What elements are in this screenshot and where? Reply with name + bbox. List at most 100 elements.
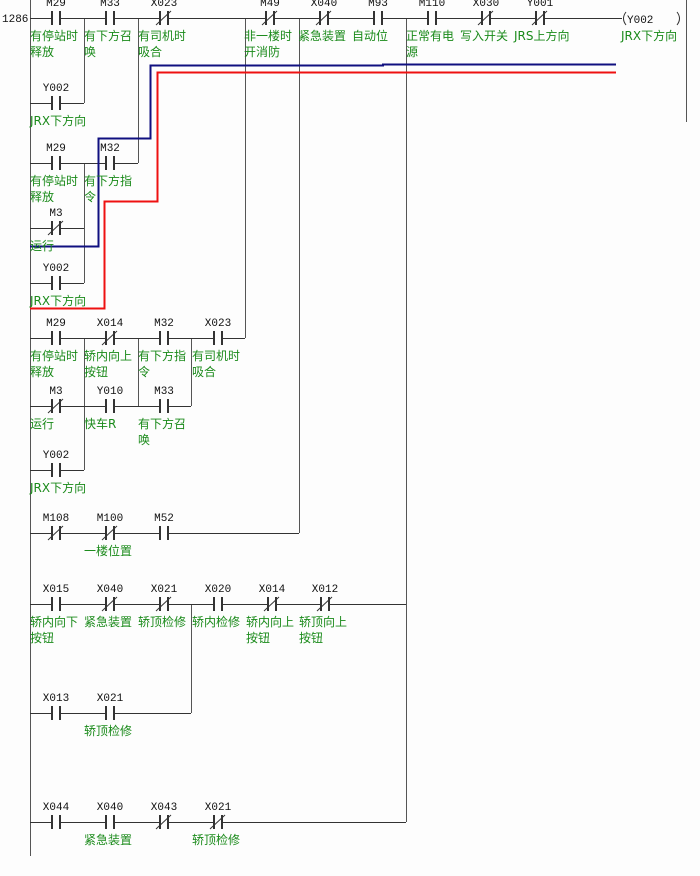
contact-address: X013 [43, 693, 69, 705]
contact-comment: 释放 [30, 364, 54, 379]
contact-comment: 非一楼时 [244, 28, 292, 43]
contact-address: X015 [43, 584, 69, 596]
contact-nc[interactable]: M108 [43, 513, 69, 541]
contact-gap [320, 17, 329, 20]
contact-nc[interactable]: X043 [151, 802, 177, 830]
contact-comment: 运行 [30, 417, 54, 431]
contact-address: X012 [312, 584, 338, 596]
contact-no[interactable]: X013 [43, 693, 69, 720]
contact-address: X023 [205, 318, 231, 330]
contact-comment: 唤 [138, 433, 150, 447]
contact-gap [106, 17, 115, 20]
contact-comment: 令 [138, 364, 150, 379]
contact-no[interactable]: M52 [154, 513, 174, 540]
contact-gap [160, 17, 169, 20]
contact-address: M29 [46, 318, 66, 330]
contact-no[interactable]: X044 [43, 802, 70, 829]
contact-address: X020 [205, 584, 231, 596]
contact-gap [106, 162, 115, 165]
contact-comment: 开消防 [244, 44, 280, 59]
contact-comment: 一楼位置 [84, 543, 132, 558]
contact-gap [160, 337, 169, 340]
contact-comment: 有下方召 [84, 28, 132, 43]
contact-address: X040 [97, 802, 123, 814]
contact-address: X030 [473, 0, 499, 10]
contact-address: X014 [97, 318, 124, 330]
nc-slash-icon [261, 10, 278, 26]
contact-address: Y001 [527, 0, 554, 10]
contact-comment: 轿顶检修 [84, 723, 132, 738]
contact-comment: 快车R [84, 416, 116, 431]
contact-comment: 按钮 [84, 364, 108, 379]
contact-comment: JRX下方向 [29, 293, 86, 308]
contact-comment: 按钮 [299, 630, 323, 645]
contact-gap [482, 17, 491, 20]
contact-address: Y002 [43, 263, 69, 275]
contact-address: Y002 [43, 83, 69, 95]
output-coil[interactable]: Y002 JRX下方向 [620, 11, 680, 43]
contact-gap [214, 337, 223, 340]
contact-gap [214, 603, 223, 606]
step-number: 1286 [2, 14, 28, 26]
contact-address: M29 [46, 0, 66, 10]
nc-slash-icon [101, 525, 118, 541]
contact-gap [52, 821, 61, 824]
contact-comment: 自动位 [352, 28, 388, 43]
coil-comment: JRX下方向 [620, 28, 677, 43]
contact-address: X021 [151, 584, 178, 596]
contact-gap [106, 821, 115, 824]
contact-comment: 吸合 [192, 364, 216, 379]
contact-comment: 令 [84, 189, 96, 204]
contact-gap [52, 469, 61, 472]
nc-slash-icon [101, 330, 118, 346]
contact-address: M29 [46, 143, 66, 155]
contact-address: M33 [154, 386, 174, 398]
highlight-trace-blue [30, 63, 616, 248]
contact-comment: 轿内检修 [192, 614, 240, 629]
contact-comment: 有停站时 [30, 348, 78, 363]
contact-comment: 有停站时 [30, 28, 78, 43]
nc-slash-icon [263, 596, 280, 612]
contact-address: M110 [419, 0, 445, 10]
nc-slash-icon [155, 10, 172, 26]
contact-gap [374, 17, 383, 20]
contact-address: M49 [260, 0, 280, 10]
contact-comment: JRX下方向 [29, 480, 86, 495]
contact-comment: 源 [406, 45, 418, 59]
contact-gap [106, 712, 115, 715]
contact-address: X021 [205, 802, 232, 814]
contact-comment: JRX下方向 [29, 113, 86, 128]
contact-no[interactable]: X020 轿内检修 [192, 584, 240, 629]
